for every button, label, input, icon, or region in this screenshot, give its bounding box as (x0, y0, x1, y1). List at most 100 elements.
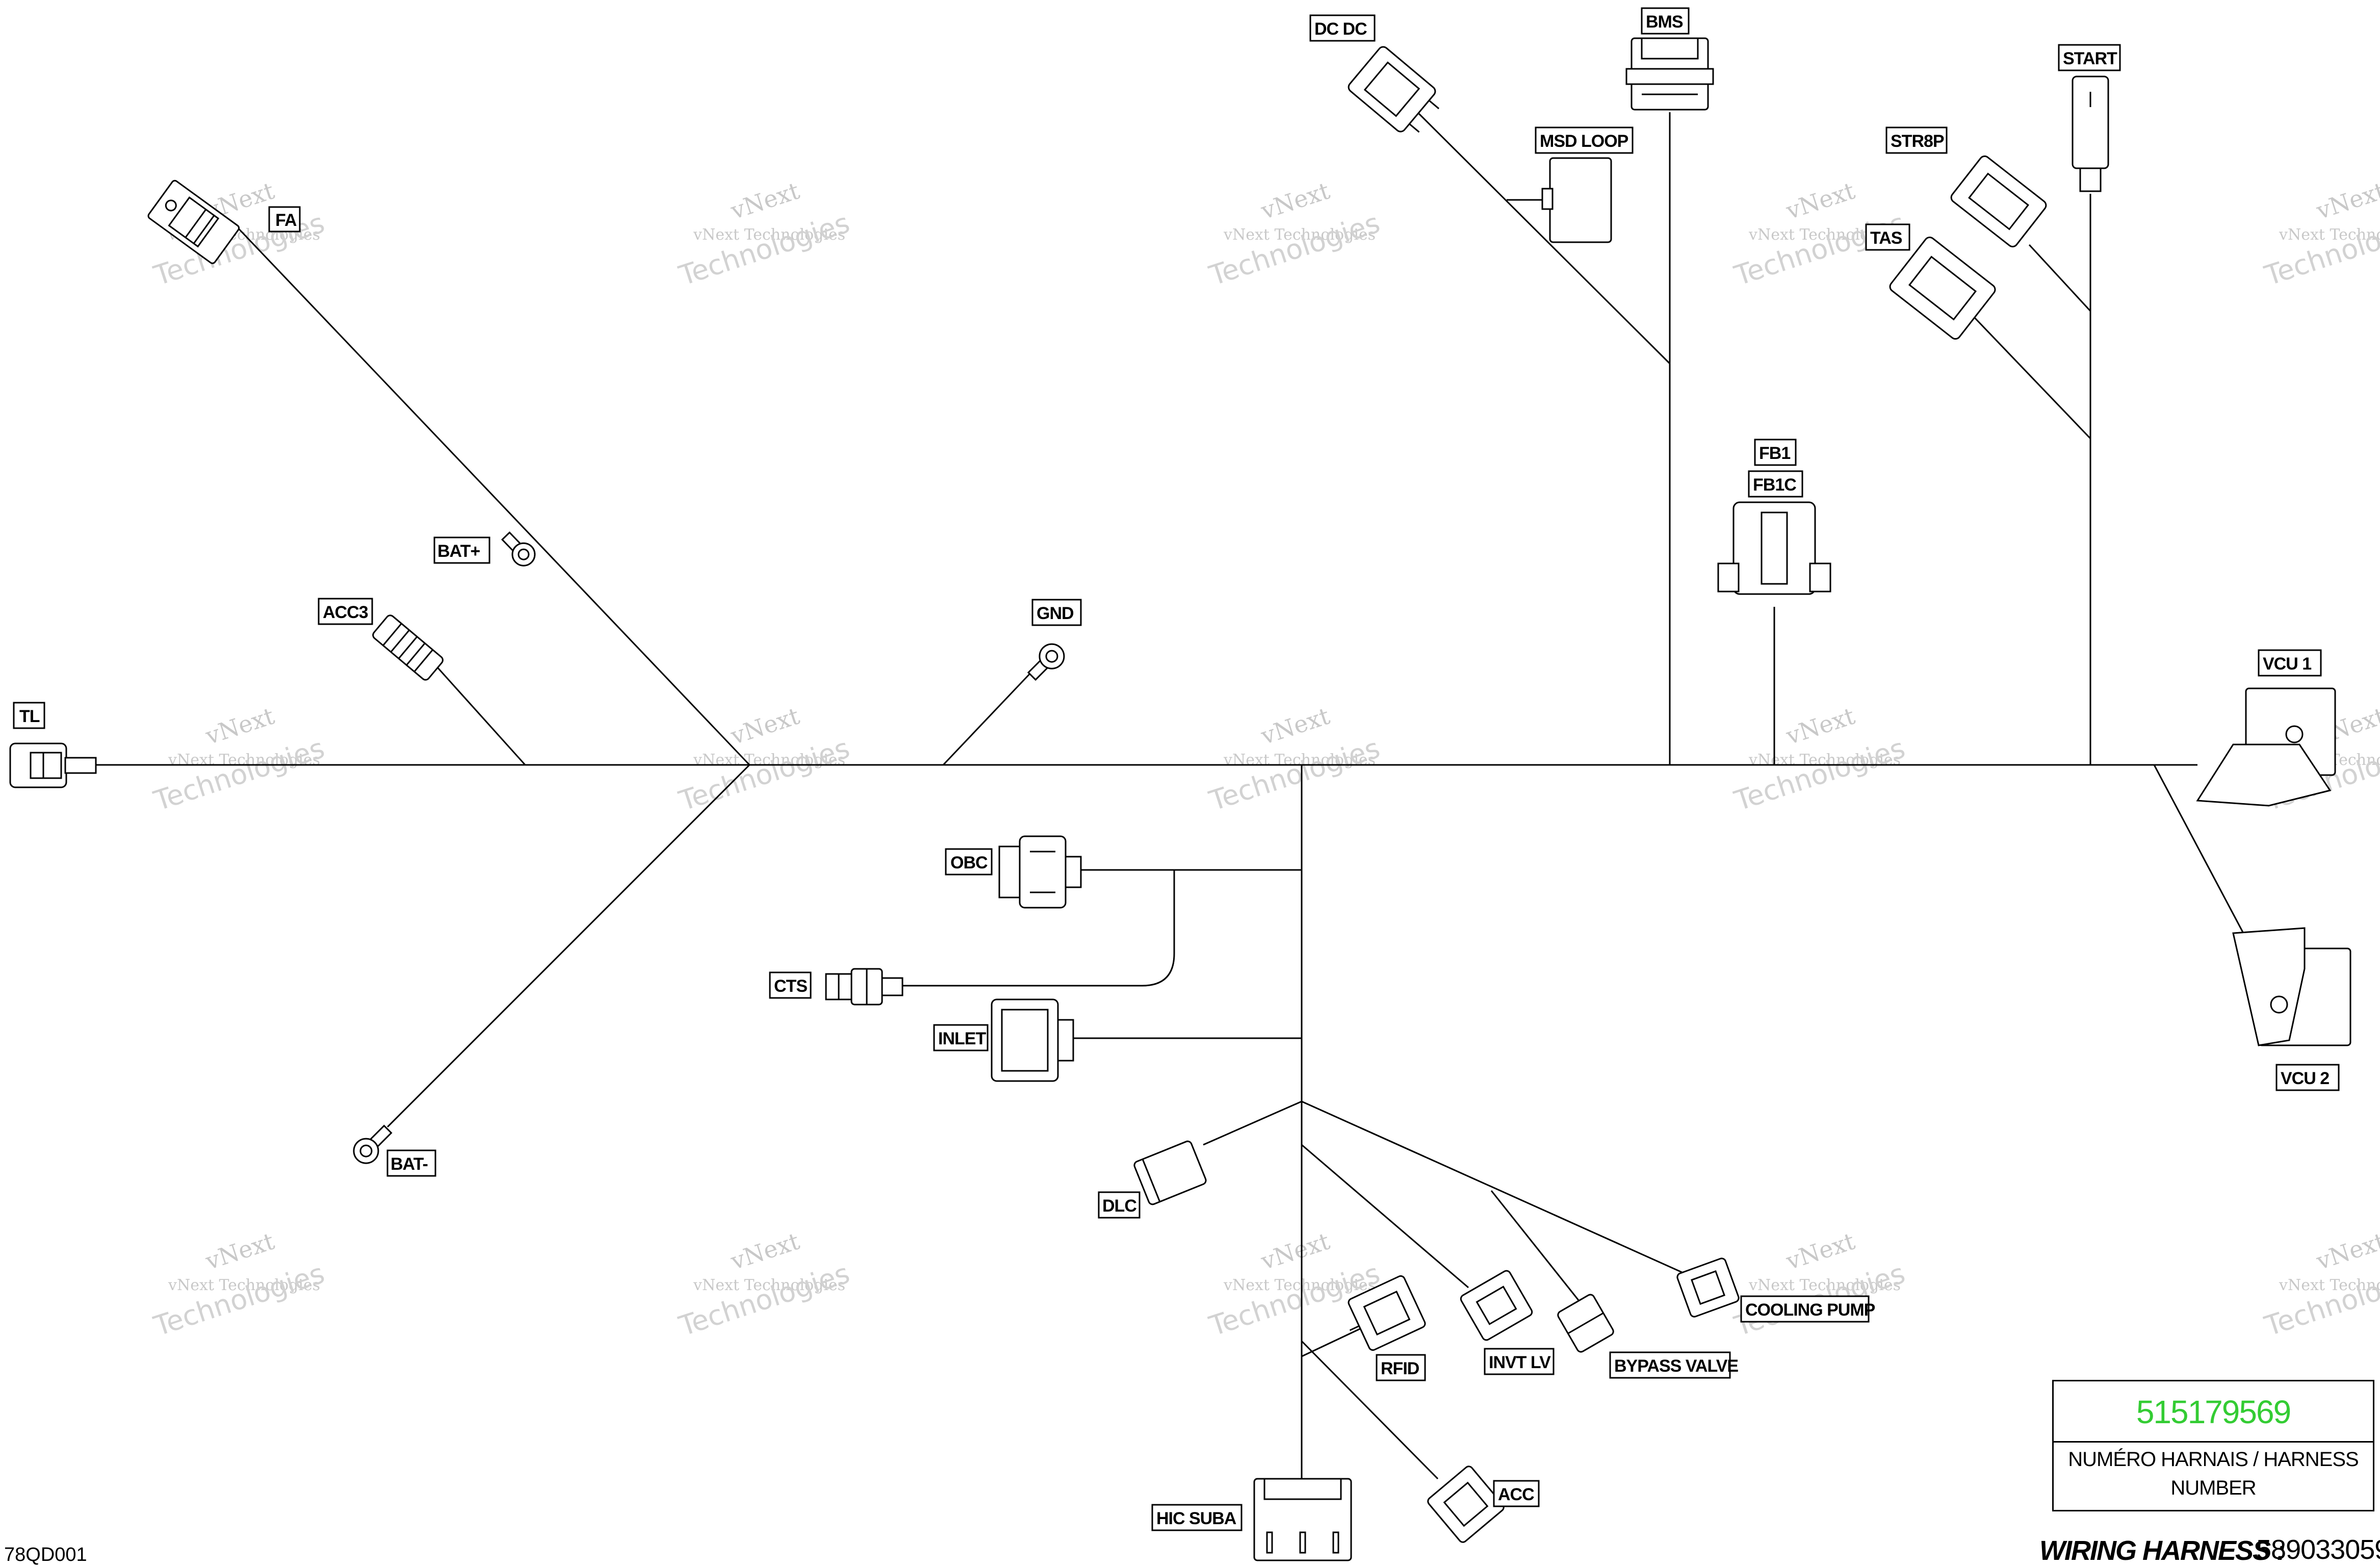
connector-labels: FA BAT+ ACC3 TL BAT- GND OBC CTS INLET D… (13, 7, 2340, 1531)
label-vcu1: VCU 1 (2258, 649, 2322, 677)
wire-gnd (942, 662, 1041, 766)
wire-dc-dc (1411, 106, 1671, 365)
svg-text:FA: FA (275, 211, 297, 230)
svg-text:FB1C: FB1C (1753, 475, 1796, 495)
dc-dc-connector-icon (1348, 46, 1440, 133)
label-fa: FA (268, 206, 301, 233)
svg-text:STR8P: STR8P (1891, 132, 1944, 151)
svg-text:GND: GND (1037, 604, 1074, 623)
svg-text:INVT LV: INVT LV (1489, 1353, 1551, 1372)
gnd-terminal-icon (1027, 643, 1065, 681)
harness-number-label-line2: NUMBER (2170, 1477, 2256, 1499)
svg-text:vNext Technologies: vNext Technologies (693, 751, 845, 769)
title-block: 515179569 NUMÉRO HARNAIS / HARNESS NUMBE… (2052, 1380, 2374, 1511)
harness-number-label: NUMÉRO HARNAIS / HARNESS NUMBER (2054, 1445, 2373, 1502)
svg-text:VCU 2: VCU 2 (2281, 1069, 2329, 1088)
bat-minus-terminal-icon (353, 1124, 393, 1164)
label-bypass-valve: BYPASS VALVE (1609, 1351, 1739, 1379)
svg-text:START: START (2063, 49, 2117, 68)
bms-connector-icon (1625, 37, 1714, 111)
label-bat-minus: BAT- (386, 1149, 436, 1177)
label-vcu2: VCU 2 (2275, 1064, 2340, 1091)
svg-text:BAT+: BAT+ (437, 542, 480, 561)
invt-lv-connector-icon (1460, 1270, 1533, 1341)
svg-text:vNext: vNext (727, 176, 803, 224)
svg-text:BAT-: BAT- (391, 1154, 428, 1174)
drawing-code: 78QD001 (4, 1544, 87, 1565)
label-dc-dc: DC DC (1309, 14, 1376, 42)
wire-cooling-pump (1301, 1100, 1688, 1276)
svg-text:vNext Technologies: vNext Technologies (1223, 226, 1376, 244)
label-start: START (2058, 44, 2121, 71)
watermark: vNext Technologies vNext Technologies (675, 176, 853, 292)
wire-bypass-valve (1490, 1190, 1592, 1316)
svg-text:vNext Technologies: vNext Technologies (1748, 1276, 1901, 1294)
svg-text:vNext: vNext (2313, 176, 2380, 224)
wire-acc3 (432, 662, 526, 766)
svg-text:vNext: vNext (1782, 1227, 1858, 1275)
svg-text:Technologies: Technologies (675, 1257, 853, 1342)
acc3-connector-icon (372, 614, 444, 681)
label-obc: OBC (945, 848, 993, 876)
svg-text:VCU 1: VCU 1 (2263, 654, 2311, 674)
svg-text:vNext Technologies: vNext Technologies (1223, 751, 1376, 769)
svg-text:TAS: TAS (1870, 228, 1902, 248)
wire-str8p (2028, 244, 2091, 312)
wire-dlc (1203, 1100, 1302, 1146)
svg-text:Technologies: Technologies (1205, 732, 1384, 817)
svg-text:OBC: OBC (950, 853, 988, 872)
watermarks: vNext Technologies vNext Technologies vN… (150, 176, 2380, 1342)
start-connector-icon (2072, 75, 2109, 192)
watermark: vNext Technologies vNext Technologies (1730, 702, 1909, 817)
svg-text:Technologies: Technologies (1730, 732, 1909, 817)
svg-text:ACC: ACC (1498, 1485, 1534, 1504)
wire-tas (1972, 315, 2091, 440)
svg-text:vNext Technologies: vNext Technologies (168, 1276, 320, 1294)
wire-fa (234, 223, 751, 766)
harness-part-number: 515179569 (2054, 1381, 2373, 1443)
wiring-harness-number: 589033059 (2256, 1534, 2380, 1565)
svg-text:INLET: INLET (938, 1029, 986, 1048)
dlc-connector-icon (1133, 1140, 1207, 1205)
svg-text:Technologies: Technologies (150, 732, 328, 817)
harness-number-label-line1: NUMÉRO HARNAIS / HARNESS (2068, 1448, 2359, 1471)
svg-text:Technologies: Technologies (1205, 207, 1384, 292)
svg-text:vNext: vNext (1257, 702, 1333, 750)
tas-connector-icon (1889, 236, 1996, 340)
wire-invt-lv (1301, 1144, 1469, 1289)
svg-text:FB1: FB1 (1759, 444, 1790, 463)
watermark: vNext Technologies vNext Technologies (150, 1227, 328, 1342)
svg-text:vNext: vNext (1782, 702, 1858, 750)
rfid-connector-icon (1348, 1275, 1426, 1351)
wire-cts (892, 870, 1175, 987)
svg-text:vNext: vNext (1257, 176, 1333, 224)
fb1-connector-icon (1717, 501, 1831, 595)
msd-loop-connector-icon (1541, 157, 1612, 243)
cooling-pump-connector-icon (1676, 1257, 1740, 1318)
svg-text:Technologies: Technologies (675, 207, 853, 292)
label-dlc: DLC (1098, 1191, 1141, 1219)
label-msd-loop: MSD LOOP (1535, 126, 1634, 154)
watermark: vNext Technologies vNext Technologies (1205, 702, 1384, 817)
wiring-harness-title: WIRING HARNESS : (2039, 1535, 2286, 1566)
watermark: vNext Technologies vNext Technologies (2261, 1227, 2380, 1342)
vcu1-connector-icon (2196, 687, 2336, 807)
watermark: vNext Technologies vNext Technologies (675, 702, 853, 817)
label-hic-suba: HIC SUBA (1151, 1504, 1243, 1531)
svg-text:vNext: vNext (1257, 1227, 1333, 1275)
label-cts: CTS (769, 971, 812, 999)
label-fb1c: FB1C (1748, 470, 1803, 498)
svg-text:BYPASS VALVE: BYPASS VALVE (1614, 1356, 1738, 1376)
label-tl: TL (13, 702, 45, 729)
label-cooling-pump: COOLING PUMP (1740, 1295, 1876, 1323)
svg-text:MSD LOOP: MSD LOOP (1540, 132, 1628, 151)
svg-text:CTS: CTS (774, 977, 807, 996)
svg-text:ACC3: ACC3 (323, 603, 368, 622)
label-bms: BMS (1641, 7, 1690, 35)
wires (87, 106, 2244, 1480)
label-inlet: INLET (933, 1024, 989, 1051)
label-fb1: FB1 (1754, 439, 1797, 466)
svg-text:DC DC: DC DC (1314, 19, 1367, 39)
bat-plus-terminal-icon (501, 531, 536, 567)
inlet-connector-icon (991, 998, 1074, 1082)
